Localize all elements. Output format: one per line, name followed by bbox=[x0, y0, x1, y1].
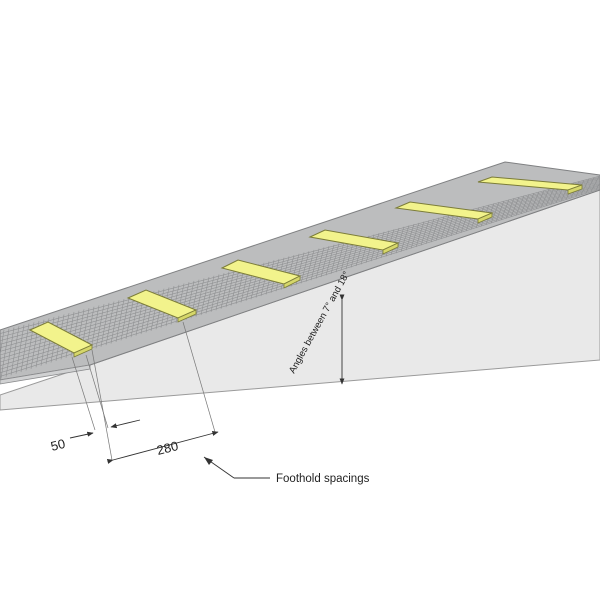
grating-line bbox=[0, 188, 600, 377]
grating-line bbox=[235, 267, 245, 305]
grating-line bbox=[320, 245, 330, 278]
grating-line bbox=[195, 278, 205, 317]
grating-line bbox=[440, 214, 450, 240]
grating-line bbox=[205, 275, 215, 314]
grating-line bbox=[0, 178, 600, 345]
grating-line bbox=[90, 305, 100, 350]
grating-line bbox=[305, 249, 315, 282]
grating-line bbox=[215, 273, 225, 311]
grating-line bbox=[420, 220, 430, 246]
grating-line bbox=[0, 176, 600, 338]
grating-line bbox=[390, 227, 400, 256]
grating-line bbox=[0, 180, 600, 349]
grating-line bbox=[330, 243, 340, 274]
spacing-label: Foothold spacings bbox=[276, 473, 370, 485]
foothold-3 bbox=[220, 259, 302, 289]
grating-line bbox=[410, 222, 420, 249]
grating-line bbox=[540, 189, 550, 208]
grating-line bbox=[115, 298, 125, 343]
grating-line bbox=[545, 187, 555, 206]
grating-line bbox=[530, 191, 540, 211]
grating-line bbox=[300, 251, 310, 284]
foothold-6 bbox=[477, 176, 583, 195]
grating-line bbox=[525, 192, 535, 213]
grating-line bbox=[0, 329, 5, 380]
grating-line bbox=[10, 326, 20, 376]
grating-line bbox=[535, 190, 545, 210]
grating-line bbox=[125, 296, 135, 339]
footholds bbox=[28, 176, 583, 358]
grating-line bbox=[0, 184, 600, 363]
grating-line bbox=[230, 269, 240, 306]
grating-line bbox=[95, 304, 105, 349]
grating-line bbox=[505, 198, 515, 219]
grating-line bbox=[425, 218, 435, 244]
grating-line bbox=[0, 328, 10, 379]
dimension-extension-lines bbox=[71, 321, 216, 461]
grating-line bbox=[510, 196, 520, 218]
foothold-5 bbox=[394, 201, 494, 224]
grating-line bbox=[445, 213, 455, 238]
grating-line bbox=[20, 323, 30, 373]
grating-line bbox=[585, 177, 595, 194]
grating-line bbox=[490, 202, 500, 224]
grating-line bbox=[590, 176, 600, 192]
grating-line bbox=[500, 199, 510, 221]
grating-line bbox=[5, 327, 15, 377]
grating-line bbox=[310, 248, 320, 281]
dimension-50: 50 bbox=[49, 419, 141, 454]
grating-line bbox=[515, 195, 525, 216]
grating-line bbox=[120, 297, 130, 341]
foothold-2 bbox=[126, 289, 198, 323]
grating-line bbox=[400, 225, 410, 252]
grating-mesh bbox=[0, 174, 600, 380]
dimension-50-label: 50 bbox=[49, 436, 67, 454]
grating-line bbox=[315, 247, 325, 279]
grating-line bbox=[0, 175, 600, 334]
dimension-280-label: 280 bbox=[155, 438, 180, 458]
spacing-leader: Foothold spacings bbox=[203, 456, 370, 485]
grating-line bbox=[105, 301, 115, 346]
grating-line bbox=[405, 223, 415, 251]
grating-line bbox=[0, 183, 600, 359]
grating-line bbox=[225, 270, 235, 308]
grating-line bbox=[595, 174, 600, 191]
grating-line bbox=[580, 178, 590, 195]
grating-line bbox=[200, 276, 210, 316]
grating-line bbox=[100, 302, 110, 347]
dimension-280: 280 bbox=[106, 431, 219, 464]
grating-line bbox=[430, 217, 440, 243]
grating-line bbox=[340, 240, 350, 271]
grating-line bbox=[220, 271, 230, 309]
grating-line bbox=[0, 181, 600, 352]
grating-line bbox=[495, 200, 505, 222]
grating-line bbox=[110, 300, 120, 344]
grating-line bbox=[15, 324, 25, 374]
grating-line bbox=[520, 194, 530, 214]
grating-line bbox=[325, 244, 335, 276]
grating-line bbox=[0, 177, 600, 342]
grating-line bbox=[415, 221, 425, 248]
grating-line bbox=[435, 216, 445, 241]
grating-line bbox=[210, 274, 220, 312]
foothold-4 bbox=[308, 229, 400, 255]
grating-line bbox=[335, 242, 345, 273]
foothold-1 bbox=[28, 321, 94, 358]
grating-line bbox=[395, 226, 405, 254]
